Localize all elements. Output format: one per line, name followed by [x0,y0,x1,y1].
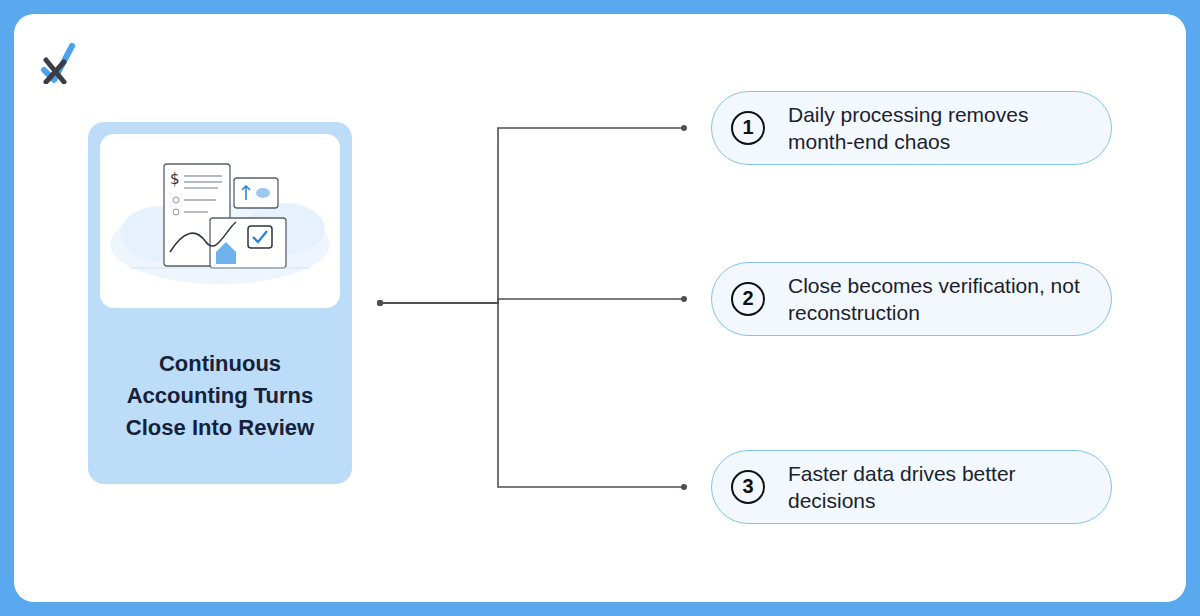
logo [40,40,76,84]
point-box: 2 Close becomes verification, not reconst… [711,262,1112,336]
svg-text:$: $ [170,170,180,188]
point-text: Close becomes verification, not reconstr… [788,272,1088,326]
panel-title: Continuous Accounting Turns Close Into R… [88,348,352,444]
connector-line [380,128,684,303]
step-number: 2 [731,282,765,316]
topic-panel: $ Continuous Accounting Turns Close Into… [88,122,352,484]
point-box: 1 Daily processing removes month-end chao… [711,91,1112,165]
point-text: Daily processing removes month-end chaos [788,101,1088,155]
step-number: 3 [731,470,765,504]
connector-dot [681,296,687,302]
point-box: 3 Faster data drives better decisions [711,450,1112,524]
point-text: Faster data drives better decisions [788,460,1088,514]
connector-dot [681,484,687,490]
connector-line [380,303,684,487]
connector-dot [377,300,383,306]
connector-dot [681,125,687,131]
accounting-illustration: $ [100,134,340,308]
step-number: 1 [731,111,765,145]
connector-dot [377,300,383,306]
connector-dot [377,300,383,306]
